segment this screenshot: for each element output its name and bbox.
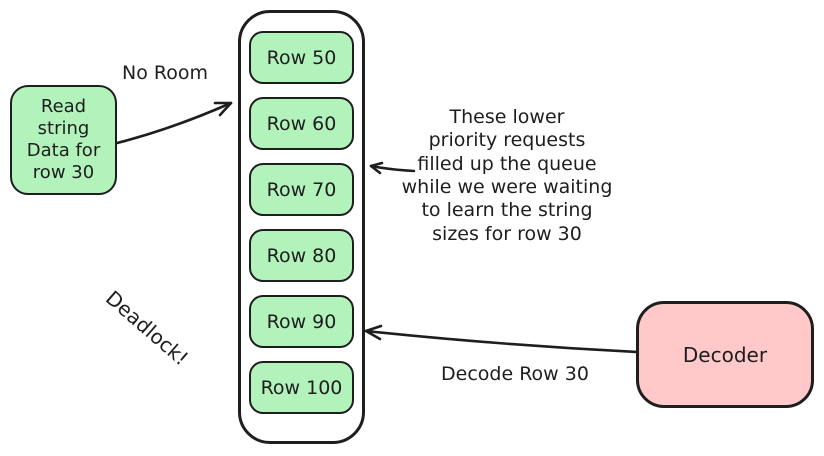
queue-row: Row 70 (249, 163, 354, 216)
queue-row: Row 60 (249, 97, 354, 150)
no-room-label: No Room (122, 62, 208, 84)
queue-container: Row 50 Row 60 Row 70 Row 80 Row 90 Row 1… (238, 10, 365, 444)
decoder-box: Decoder (636, 301, 814, 408)
queue-row: Row 80 (249, 229, 354, 282)
decode-row-label: Decode Row 30 (441, 363, 589, 385)
decode-arrow (364, 324, 639, 354)
queue-row: Row 50 (249, 31, 354, 84)
read-string-request-box: Read string Data for row 30 (10, 85, 117, 195)
deadlock-label: Deadlock! (101, 285, 194, 371)
queue-row: Row 90 (249, 295, 354, 348)
queue-full-annotation: These lower priority requests filled up … (401, 106, 613, 245)
queue-row: Row 100 (249, 361, 354, 414)
no-room-arrow (115, 101, 233, 145)
